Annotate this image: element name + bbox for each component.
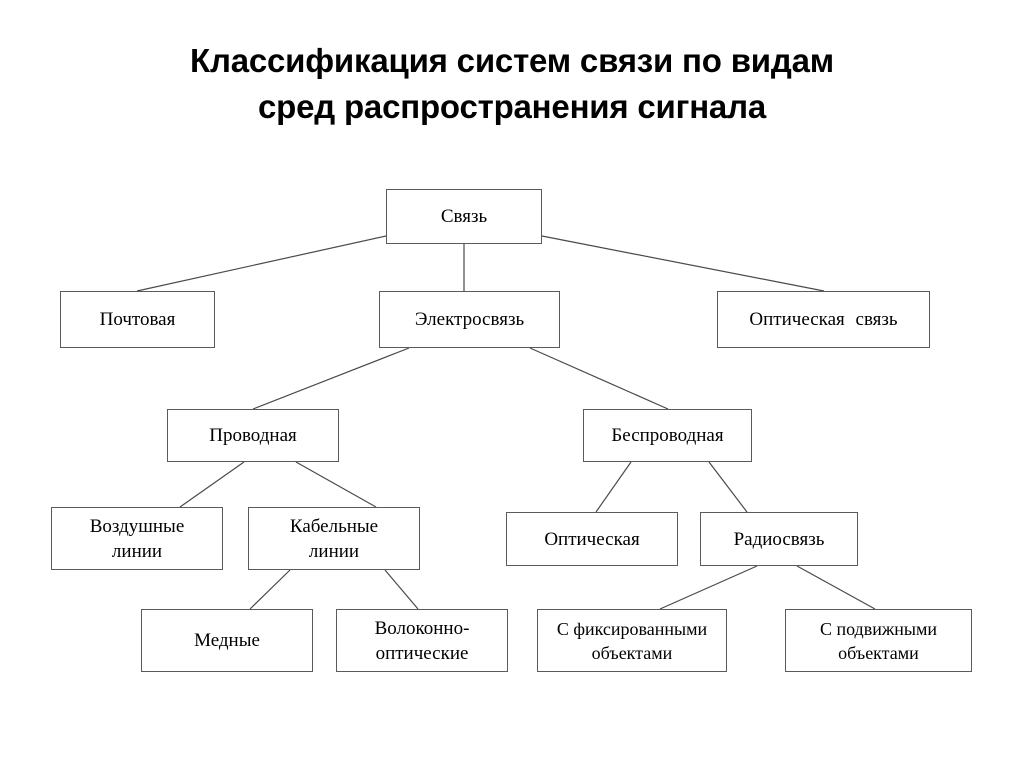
node-provodnaya[interactable]: Проводная [167,409,339,462]
node-elektrosvyaz[interactable]: Электросвязь [379,291,560,348]
node-s-podvizhnymi-obektami[interactable]: С подвижными объектами [785,609,972,672]
node-radiosvyaz[interactable]: Радиосвязь [700,512,858,566]
node-svyaz[interactable]: Связь [386,189,542,244]
node-s-fiksirovannymi-obektami-label: С фиксированными объектами [556,618,708,663]
edge-besprovodnaya-radiosvyaz [708,461,748,513]
node-opticheskaya-svyaz[interactable]: Оптическая связь [717,291,930,348]
node-opticheskaya[interactable]: Оптическая [506,512,678,566]
page-title: Классификация систем связи по видам сред… [0,38,1024,130]
node-opticheskaya-label: Оптическая [544,528,640,550]
node-kabelnye-linii-label: Кабельные линии [289,515,379,562]
node-s-podvizhnymi-obektami-label: С подвижными объектами [819,618,938,663]
node-pochtovaya[interactable]: Почтовая [60,291,215,348]
node-elektrosvyaz-label: Электросвязь [414,309,525,330]
node-radiosvyaz-label: Радиосвязь [733,528,825,550]
edge-provodnaya-vozdushnye [179,461,245,508]
node-mednye[interactable]: Медные [141,609,313,672]
edge-besprovodnaya-opticheskaya [595,461,632,513]
edge-kabelnye-volokonno [384,569,419,610]
edge-svyaz-pochtovaya [136,235,387,292]
node-opticheskaya-svyaz-label: Оптическая связь [749,309,898,330]
node-svyaz-label: Связь [440,206,488,227]
edge-radiosvyaz-fiksirovannye [659,565,758,610]
edge-svyaz-opt-svyaz [541,235,825,292]
node-pochtovaya-label: Почтовая [99,309,176,330]
edge-provodnaya-kabelnye [295,461,377,508]
node-volokonno-opticheskie[interactable]: Волоконно- оптические [336,609,508,672]
node-besprovodnaya-label: Беспроводная [611,425,724,446]
node-volokonno-opticheskie-label: Волоконно- оптические [374,617,470,664]
edge-radiosvyaz-podvizhnye [796,565,876,610]
node-vozdushnye-linii-label: Воздушные линии [89,515,185,562]
edge-kabelnye-mednye [249,569,291,610]
page-title-line-1: Классификация систем связи по видам [190,42,834,79]
edge-elektrosvyaz-provodnaya [252,347,410,410]
node-mednye-label: Медные [194,630,260,651]
node-kabelnye-linii[interactable]: Кабельные линии [248,507,420,570]
page-title-line-2: сред распространения сигнала [258,88,766,125]
edge-elektrosvyaz-besprovodnaya [529,347,669,410]
node-besprovodnaya[interactable]: Беспроводная [583,409,752,462]
node-vozdushnye-linii[interactable]: Воздушные линии [51,507,223,570]
node-s-fiksirovannymi-obektami[interactable]: С фиксированными объектами [537,609,727,672]
node-provodnaya-label: Проводная [209,425,297,446]
